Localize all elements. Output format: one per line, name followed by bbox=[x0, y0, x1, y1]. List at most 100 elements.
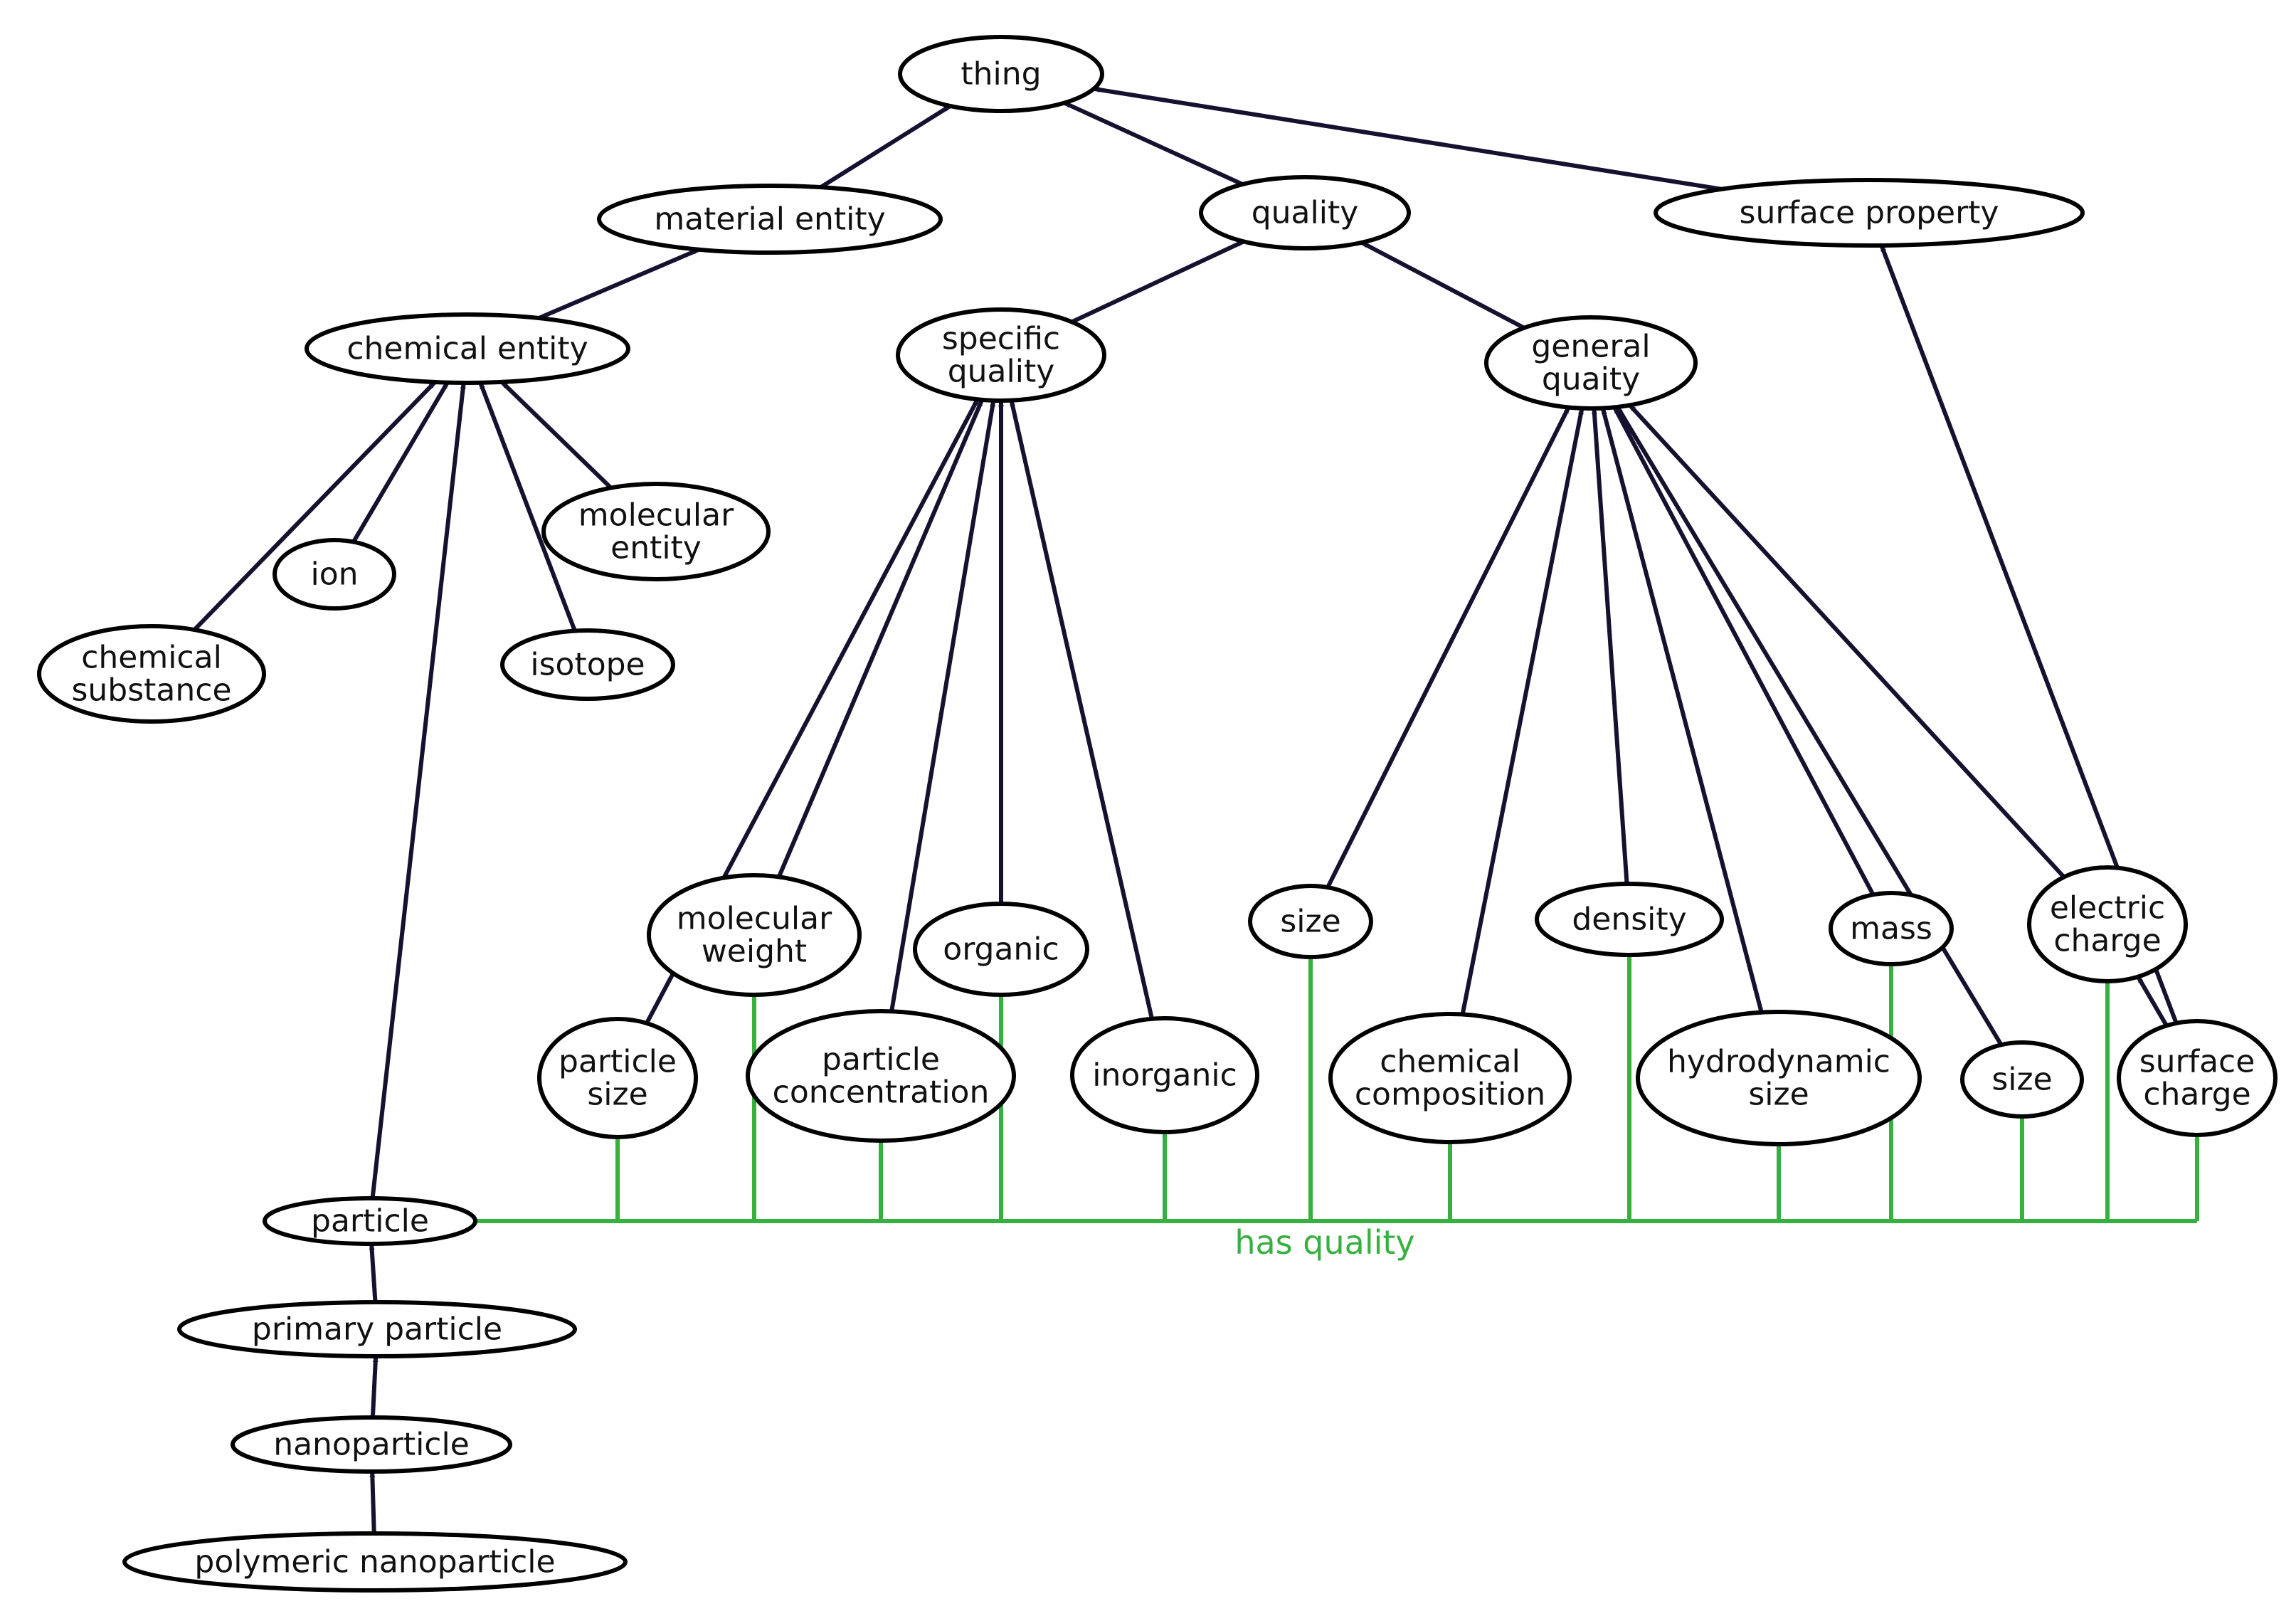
node-shape bbox=[273, 538, 396, 611]
is-a-edge-quality-to-thing bbox=[1063, 100, 1244, 186]
node-label: polymeric nanoparticle bbox=[194, 1544, 555, 1580]
node-label: size bbox=[1280, 904, 1340, 940]
is-a-edge-isotope-to-chemical_entity bbox=[478, 381, 577, 632]
node-shape bbox=[1484, 315, 1698, 411]
is-a-edge-density-to-general_quaity bbox=[1591, 408, 1629, 884]
node-shape bbox=[231, 1415, 512, 1474]
node-shape bbox=[896, 307, 1106, 403]
node-material-entity: material entity bbox=[597, 184, 943, 255]
is-a-edge-ion-to-chemical_entity bbox=[351, 381, 450, 544]
node-primary-particle: primary particle bbox=[177, 1300, 577, 1358]
node-shape bbox=[1328, 1012, 1572, 1144]
node-shape bbox=[1636, 1010, 1922, 1146]
is-a-edge-general_quaity-to-quality bbox=[1360, 241, 1525, 330]
node-shape bbox=[177, 1300, 577, 1358]
node-label: size bbox=[587, 1077, 647, 1113]
node-label: particle bbox=[822, 1042, 940, 1078]
node-label: nanoparticle bbox=[273, 1427, 470, 1463]
node-label: mass bbox=[1850, 911, 1932, 947]
is-a-edge-chemical_entity-to-material_entity bbox=[538, 247, 700, 320]
node-shape bbox=[2117, 1019, 2278, 1137]
node-ion: ion bbox=[273, 538, 396, 611]
node-label: particle bbox=[311, 1203, 429, 1240]
node-label: quaity bbox=[1542, 361, 1640, 398]
is-a-edge-polymeric_nanoparticle-to-nanoparticle bbox=[369, 1471, 376, 1534]
node-label: electric bbox=[2050, 890, 2165, 926]
is-a-edge-size_general-to-general_quaity bbox=[1326, 406, 1571, 889]
node-shape bbox=[898, 35, 1104, 113]
node-label: entity bbox=[610, 530, 702, 566]
has-quality-label: has quality bbox=[1234, 1223, 1414, 1262]
node-shape bbox=[1535, 882, 1724, 957]
node-shape bbox=[1199, 175, 1411, 250]
node-label: surface property bbox=[1740, 195, 1999, 231]
is-a-edge-nanoparticle-to-primary_particle bbox=[370, 1356, 379, 1418]
is-a-edge-mass-to-general_quaity bbox=[1612, 406, 1876, 896]
node-label: primary particle bbox=[252, 1311, 502, 1348]
is-a-edge-inorganic-to-specific_quality bbox=[1009, 400, 1154, 1020]
node-thing: thing bbox=[898, 35, 1104, 113]
is-a-edge-hydrodynamic_size-to-general_quaity bbox=[1600, 407, 1764, 1013]
node-chemical-entity: chemical entity bbox=[305, 312, 630, 385]
node-label: size bbox=[1748, 1077, 1809, 1113]
node-shape bbox=[647, 873, 862, 997]
is-a-edge-primary_particle-to-particle bbox=[369, 1243, 378, 1303]
node-shape bbox=[597, 184, 943, 255]
node-label: specific bbox=[942, 321, 1060, 357]
node-label: weight bbox=[702, 934, 807, 970]
ontology-nodes: thing material entity quality surface prope… bbox=[37, 35, 2278, 1593]
node-label: chemical entity bbox=[346, 331, 588, 367]
node-label: size bbox=[1991, 1062, 2052, 1098]
is-a-edge-surface_charge-to-electric_charge bbox=[2136, 976, 2169, 1027]
is-a-edge-chemical_composition-to-general_quaity bbox=[1460, 408, 1585, 1015]
node-label: concentration bbox=[773, 1074, 990, 1111]
node-label: composition bbox=[1355, 1077, 1545, 1113]
is-a-edge-specific_quality-to-quality bbox=[1071, 239, 1245, 324]
node-label: particle bbox=[559, 1044, 677, 1080]
node-label: quality bbox=[948, 354, 1055, 390]
is-a-edge-material_entity-to-thing bbox=[819, 104, 952, 189]
node-label: thing bbox=[961, 56, 1041, 93]
node-particle: particle bbox=[263, 1196, 477, 1246]
is-a-edge-electric_charge-to-general_quaity bbox=[1628, 403, 2066, 879]
node-label: chemical bbox=[81, 640, 222, 676]
node-polymeric-nanoparticle: polymeric nanoparticle bbox=[122, 1531, 628, 1593]
node-size-general: size bbox=[1248, 884, 1373, 959]
node-label: general bbox=[1531, 329, 1650, 365]
node-shape bbox=[305, 312, 630, 385]
node-shape bbox=[1654, 178, 2085, 248]
node-label: material entity bbox=[654, 201, 885, 238]
is-a-edge-molecular_weight-to-specific_quality bbox=[777, 398, 984, 878]
node-shape bbox=[1960, 1040, 2084, 1119]
node-shape bbox=[1829, 891, 1954, 966]
node-label: molecular bbox=[677, 901, 832, 937]
node-shape bbox=[537, 1017, 698, 1139]
node-label: chemical bbox=[1380, 1044, 1520, 1080]
node-label: substance bbox=[71, 672, 231, 709]
node-mass: mass bbox=[1829, 891, 1954, 966]
node-label: ion bbox=[310, 556, 358, 593]
node-label: isotope bbox=[530, 647, 645, 683]
node-quality: quality bbox=[1199, 175, 1411, 250]
is-a-edge-molecular_entity-to-chemical_entity bbox=[500, 380, 613, 490]
node-shape bbox=[37, 624, 266, 724]
node-shape bbox=[913, 902, 1089, 997]
node-shape bbox=[1248, 884, 1373, 959]
node-shape bbox=[263, 1196, 477, 1246]
node-shape bbox=[500, 628, 675, 701]
node-label: quality bbox=[1252, 195, 1359, 231]
node-label: surface bbox=[2139, 1044, 2255, 1080]
is-a-edge-surface_property-to-thing bbox=[1093, 86, 1722, 191]
node-label: charge bbox=[2143, 1077, 2250, 1113]
